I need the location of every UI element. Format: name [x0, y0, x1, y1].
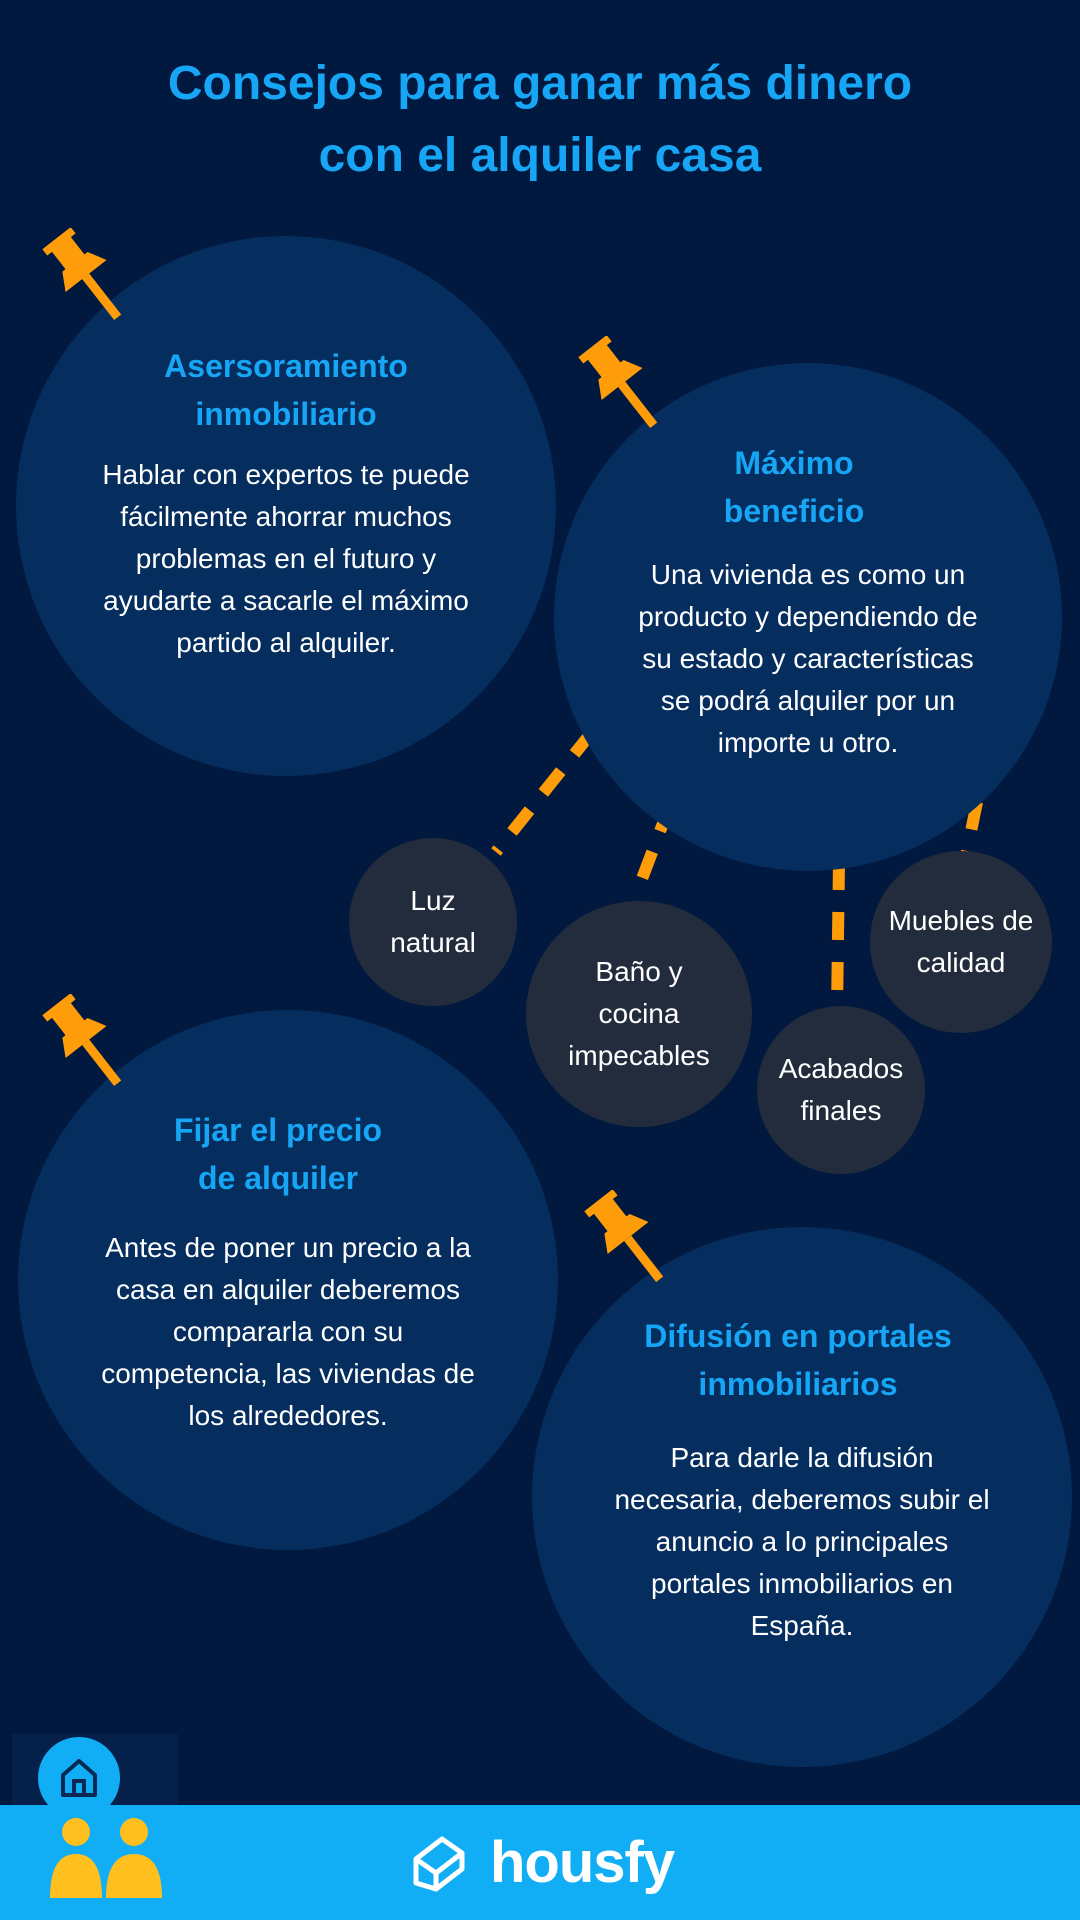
tip-body: Una vivienda es como un producto y depen…	[638, 559, 978, 758]
housfy-logo-icon	[413, 1836, 465, 1892]
tip-body: Para darle la difusión necesaria, debere…	[614, 1442, 990, 1641]
connector-acabados	[831, 861, 845, 1013]
pushpin-icon	[42, 228, 122, 321]
tip-body: Antes de poner un precio a la casa en al…	[101, 1232, 475, 1431]
title-line-1: Consejos para ganar más dinero	[167, 57, 913, 110]
people-icon	[50, 1818, 162, 1898]
tip-circle-difusion: Difusión en portales inmobiliarios Para …	[532, 1227, 1072, 1767]
tip-circle-maximo-beneficio: Máximo beneficio Una vivienda es como un…	[554, 363, 1062, 871]
pushpin-icon	[42, 994, 122, 1087]
tip-title: Difusión en portales inmobiliarios	[644, 1318, 952, 1402]
tip-title: Máximo beneficio	[723, 445, 865, 529]
tip-body: Hablar con expertos te puede fácilmente …	[102, 459, 470, 658]
home-button[interactable]	[38, 1737, 120, 1819]
tip-title: Asersoramiento inmobiliario	[164, 348, 408, 432]
title-line-2: con el alquiler casa	[318, 129, 762, 182]
pushpin-icon	[584, 1190, 664, 1283]
pushpin-icon	[578, 336, 658, 429]
feature-bano-cocina: Baño y cocina impecables	[526, 901, 752, 1127]
home-icon	[61, 1759, 97, 1797]
tip-circle-asesoramiento: Asersoramiento inmobiliario Hablar con e…	[16, 236, 556, 776]
brand-name[interactable]: housfy	[490, 1830, 675, 1895]
tip-title: Fijar el precio de alquiler	[173, 1112, 383, 1196]
tip-circle-fijar-precio: Fijar el precio de alquiler Antes de pon…	[18, 1010, 558, 1550]
page-title: Consejos para ganar más dinero con el al…	[0, 48, 1080, 192]
connector-luz	[491, 728, 597, 856]
feature-luz-natural: Luz natural	[349, 838, 517, 1006]
feature-acabados-finales: Acabados finales	[757, 1006, 925, 1174]
feature-muebles-calidad: Muebles de calidad	[870, 851, 1052, 1033]
footer-bar	[0, 1805, 1080, 1920]
